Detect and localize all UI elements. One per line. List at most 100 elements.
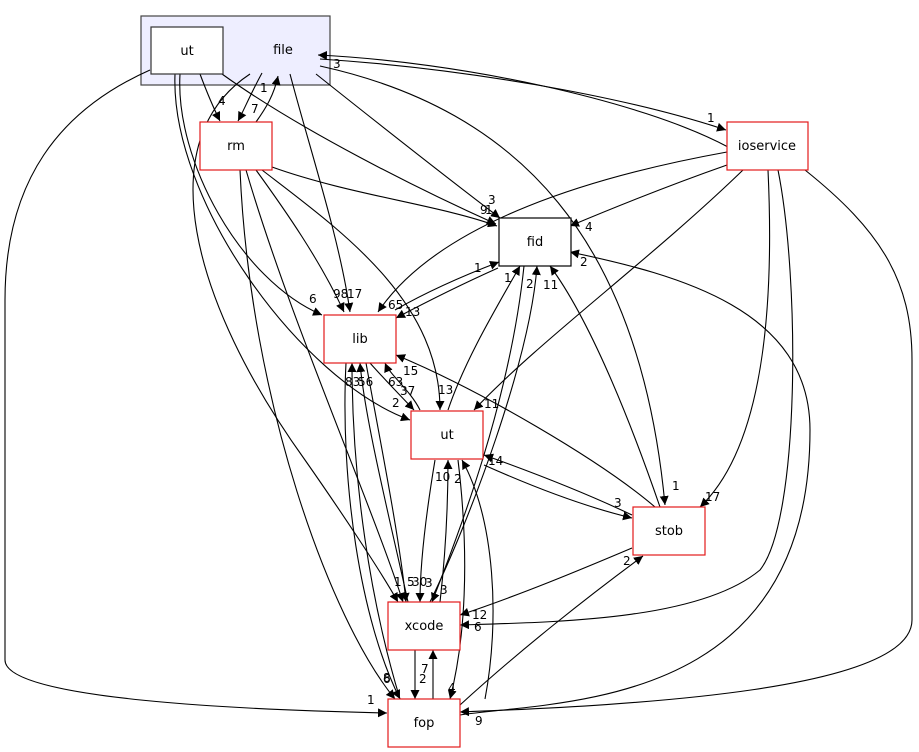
edge-label: 83 — [345, 375, 360, 389]
edge-ioservice-fid — [569, 164, 728, 227]
edge-rm-ut — [261, 169, 445, 411]
node-ioservice[interactable]: ioservice — [726, 121, 809, 171]
edge-label: 9 — [480, 203, 488, 217]
node-rm[interactable]: rm — [199, 121, 273, 171]
edge-lib-ut — [369, 362, 415, 411]
edge-label: 9 — [475, 714, 483, 728]
edge-stob-lib — [395, 354, 656, 508]
node-label: fid — [527, 235, 543, 250]
edge-label: 30 — [412, 575, 427, 589]
edge-file-fid — [315, 73, 501, 219]
node-file-ut[interactable]: ut — [150, 26, 224, 75]
edge-rm-lib — [255, 169, 345, 313]
edge-rm-fid — [271, 166, 498, 228]
edge-label: 63 — [388, 375, 403, 389]
edge-label: 14 — [488, 454, 503, 468]
edge-label: 11 — [484, 397, 499, 411]
node-label: lib — [352, 332, 367, 347]
edge-label: 1 — [672, 479, 680, 493]
edge-label: 3 — [425, 576, 433, 590]
edge-rm-xcode — [245, 169, 405, 603]
edge-ut-xcode — [415, 459, 436, 603]
edge-label: 1 — [485, 203, 493, 217]
edge-label: 3 — [488, 193, 496, 207]
edge-fop-ut — [461, 459, 494, 700]
edge-fileut-fid — [221, 73, 497, 225]
edge-label: 1 — [394, 575, 402, 589]
edge-label: 15 — [403, 364, 418, 378]
edge-ioservice-xcode — [459, 169, 794, 630]
edge-xcode-ut — [439, 459, 453, 603]
edge-file-ioservice — [319, 58, 727, 132]
edge-label: 3 — [333, 57, 341, 71]
node-label: ut — [440, 428, 453, 443]
edge-ioservice-fop — [459, 169, 913, 717]
edge-label: 7 — [421, 662, 429, 676]
node-fid[interactable]: fid — [498, 217, 572, 267]
edge-ut-fop — [447, 459, 466, 700]
edge-lib-xcode — [365, 362, 410, 603]
edge-fid-lib — [395, 267, 499, 319]
node-fop[interactable]: fop — [387, 698, 461, 748]
node-label: fop — [414, 716, 435, 731]
edge-label: 6 — [383, 672, 391, 686]
node-ut[interactable]: ut — [410, 410, 484, 460]
edge-label: 11 — [543, 278, 558, 292]
node-label: xcode — [405, 619, 444, 634]
edge-lib-fop — [344, 362, 401, 700]
edge-label: 17 — [705, 490, 720, 504]
edge-ut-fid — [447, 265, 521, 411]
edge-ut-lib — [384, 362, 421, 411]
node-stob[interactable]: stob — [632, 506, 706, 556]
edge-label: 2 — [454, 472, 462, 486]
edge-fileut-rm — [199, 73, 221, 122]
edge-label: 12 — [472, 608, 487, 622]
edge-label: 6 — [474, 620, 482, 634]
edge-label: 13 — [405, 305, 420, 319]
edge-label: 1 — [474, 261, 482, 275]
edge-label: 65 — [388, 298, 403, 312]
edge-label: 1 — [367, 693, 375, 707]
edge-label: 17 — [347, 287, 362, 301]
edge-fop-lib — [347, 362, 401, 700]
edge-stob-fid — [549, 265, 661, 508]
edge-label: 3 — [440, 583, 448, 597]
edge-lib-fid — [394, 261, 500, 311]
edge-label: 1 — [260, 81, 268, 95]
edge-ioservice-file — [317, 50, 729, 148]
edge-labels: 7 1 4 3 1 3 9 1 4 2 1 1 2 11 6 98 17 65 … — [218, 57, 720, 728]
edge-file-lib — [289, 73, 354, 313]
node-label: ioservice — [738, 139, 796, 154]
edge-label: 4 — [448, 681, 456, 695]
edge-label: 2 — [419, 672, 427, 686]
edge-label: 1 — [707, 111, 715, 125]
edge-label: 6 — [309, 292, 317, 306]
edge-rm-fop — [239, 169, 396, 700]
node-label: rm — [227, 139, 245, 154]
edge-ut-stob — [483, 464, 633, 521]
edge-label: 8 — [383, 671, 391, 685]
edge-label: 4 — [585, 220, 593, 234]
edge-label: 4 — [218, 94, 226, 108]
cluster-file-label: file — [273, 43, 293, 58]
edge-stob-ut — [483, 453, 633, 516]
edges — [4, 50, 913, 718]
node-lib[interactable]: lib — [323, 314, 397, 364]
edge-stob-xcode — [459, 547, 633, 617]
edge-fop-fid — [459, 249, 811, 716]
edge-label: 3 — [614, 496, 622, 510]
edge-label: 5 — [407, 575, 415, 589]
edge-label: 10 — [435, 470, 450, 484]
edge-ioservice-lib — [377, 151, 728, 313]
edge-xcode-lib — [356, 362, 409, 603]
edge-xcode-fid — [429, 265, 541, 603]
edge-label: 98 — [333, 287, 348, 301]
edge-label: 1 — [504, 271, 512, 285]
edge-label: 7 — [251, 102, 259, 116]
edge-label: 2 — [580, 255, 588, 269]
edge-fop-stob — [459, 555, 644, 706]
edge-fileut-lib — [179, 73, 323, 316]
node-xcode[interactable]: xcode — [387, 601, 461, 651]
edge-rm-file — [255, 75, 281, 123]
